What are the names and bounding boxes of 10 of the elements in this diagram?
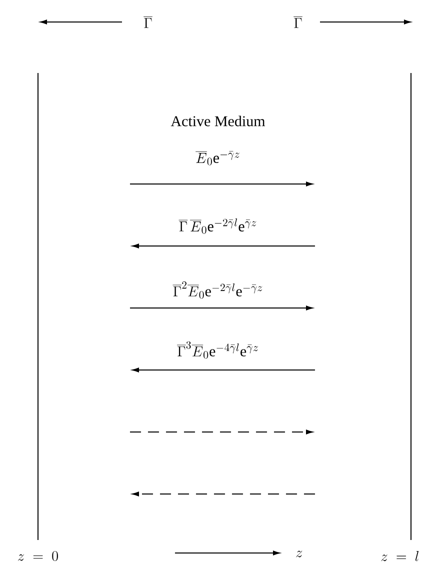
formula-label: $\overline{E}_0\mathrm{e}^{-\bar{\gamma} z}$ (196, 151, 240, 166)
formula-label: $z$ (296, 550, 302, 558)
formula-label: $\overline{\Gamma}^2\overline{E}_0\mathrm{e}^{-2\bar{\gamma} l}\mathrm{e}^{-\bar{\gamma} z}$ (172, 281, 262, 299)
heading: Active Medium (170, 116, 266, 126)
formula-label: $\overline{\Gamma}$ (144, 16, 152, 28)
formula-label: $\overline{\Gamma}^3\overline{E}_0\mathrm{e}^{-4\bar{\gamma} l}\mathrm{e}^{\bar{\gamma} z}$ (177, 341, 258, 359)
formula-label: $z\;=\;l$ (381, 551, 418, 562)
formula-label: $\overline{\Gamma}\,\overline{E}_0\mathrm{e}^{-2\bar{\gamma} l}\mathrm{e}^{\bar{\gamma} z}$ (178, 218, 256, 234)
formula-label: $\overline{\Gamma}$ (294, 16, 302, 28)
formula-label: $z\;=\;0$ (18, 551, 58, 561)
